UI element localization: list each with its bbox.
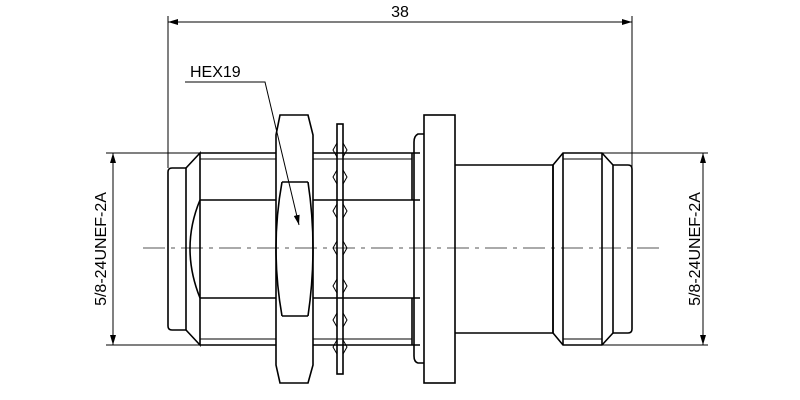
- overall-length-dimension: 38: [167, 4, 633, 168]
- right-thread-dimension: 5/8-24UNEF-2A: [602, 152, 708, 346]
- threaded-shank: [313, 152, 420, 346]
- hex-nut: [275, 114, 314, 384]
- left-thread-dimension: 5/8-24UNEF-2A: [93, 152, 200, 346]
- overall-length-label: 38: [391, 4, 409, 21]
- flange: [413, 114, 456, 384]
- left-plug-body: [167, 150, 276, 348]
- right-thread-label: 5/8-24UNEF-2A: [687, 192, 704, 306]
- lock-washer: [332, 123, 348, 375]
- right-jack-body: [455, 152, 633, 346]
- hex-callout: HEX19: [185, 64, 300, 226]
- left-thread-label: 5/8-24UNEF-2A: [93, 192, 110, 306]
- hex-label: HEX19: [190, 64, 241, 81]
